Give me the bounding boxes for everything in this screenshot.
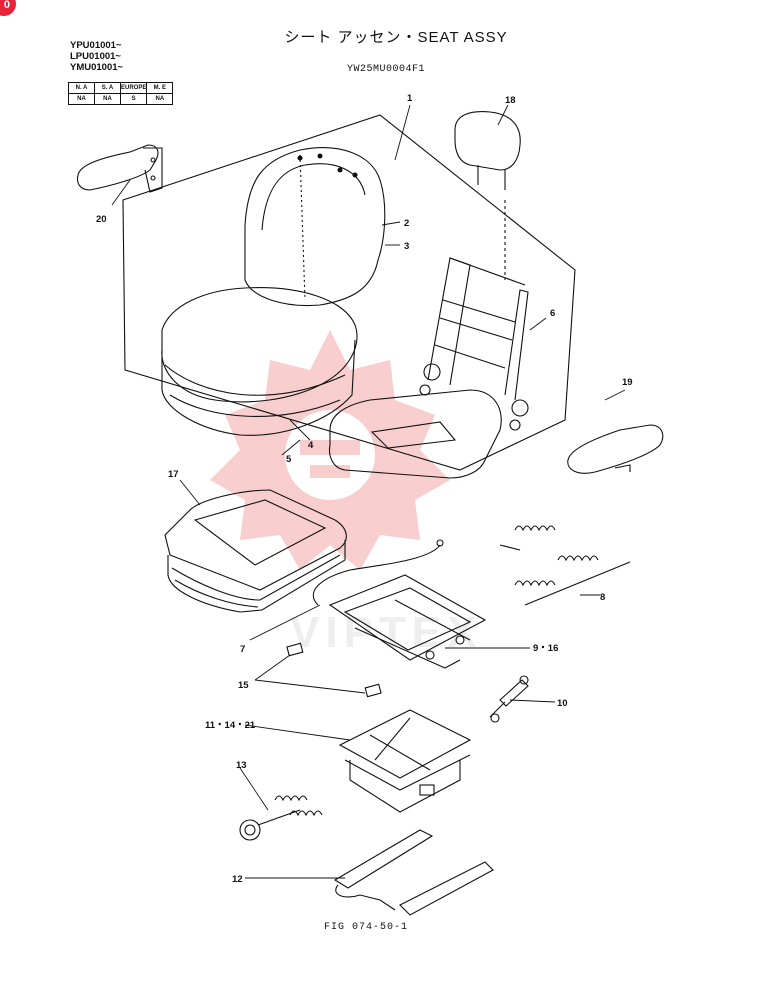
callout-5: 5 <box>286 454 292 465</box>
callout-10: 10 <box>557 698 568 709</box>
callout-9-16: 9・16 <box>533 643 558 654</box>
callout-8: 8 <box>600 592 605 603</box>
leader-lines <box>111 104 626 879</box>
callout-1: 1 <box>407 93 413 104</box>
table-cell: NA <box>94 93 121 105</box>
callout-11-14-21: 11・14・21 <box>205 720 256 731</box>
callout-13: 13 <box>236 760 247 771</box>
callout-labels: 1 2 3 4 5 6 7 8 9・16 10 11・14・21 12 13 1… <box>96 93 633 885</box>
callout-18: 18 <box>505 95 516 106</box>
drawing-code: YW25MU0004F1 <box>346 64 425 75</box>
callout-2: 2 <box>404 218 409 229</box>
callout-19: 19 <box>622 377 633 388</box>
weight-adjust-knob <box>239 795 323 841</box>
seat-cushion <box>161 287 358 436</box>
serial-number: YMU01001~ <box>70 62 124 73</box>
shock-absorber <box>489 675 529 723</box>
headrest <box>454 111 521 280</box>
serial-number: YPU01001~ <box>70 40 122 51</box>
slide-rails <box>333 829 494 916</box>
table-cell: NA <box>146 93 174 105</box>
assembly-outline <box>122 114 576 471</box>
figure-label: FIG 074-50-1 <box>323 922 408 933</box>
corner-badge: 0 <box>0 0 16 16</box>
callout-17: 17 <box>168 469 179 480</box>
callout-15: 15 <box>238 680 249 691</box>
suspension-assembly <box>338 709 472 813</box>
armrest-left <box>76 144 163 193</box>
page-title: シート アッセン・SEAT ASSY <box>284 29 508 46</box>
adjust-cable <box>312 539 444 606</box>
armrest-right <box>567 424 664 474</box>
applicability-table: N. A S. A EUROPE M. E NA NA S NA <box>68 82 174 105</box>
callout-3: 3 <box>404 241 409 252</box>
seat-back <box>244 147 386 307</box>
serial-number: LPU01001~ <box>70 51 121 62</box>
callout-20: 20 <box>96 214 107 225</box>
serial-number-list: YPU01001~ LPU01001~ YMU01001~ <box>70 40 123 73</box>
callout-7: 7 <box>240 644 245 655</box>
callout-6: 6 <box>550 308 555 319</box>
suspension-springs <box>499 525 631 606</box>
pad <box>364 683 382 698</box>
table-cell: S <box>119 93 148 105</box>
callout-12: 12 <box>232 874 243 885</box>
sub-frame <box>164 489 347 613</box>
seat-frame <box>328 257 529 479</box>
pad <box>286 642 304 657</box>
slide-mechanism <box>328 574 487 669</box>
callout-4: 4 <box>308 440 314 451</box>
line-art <box>76 104 664 916</box>
